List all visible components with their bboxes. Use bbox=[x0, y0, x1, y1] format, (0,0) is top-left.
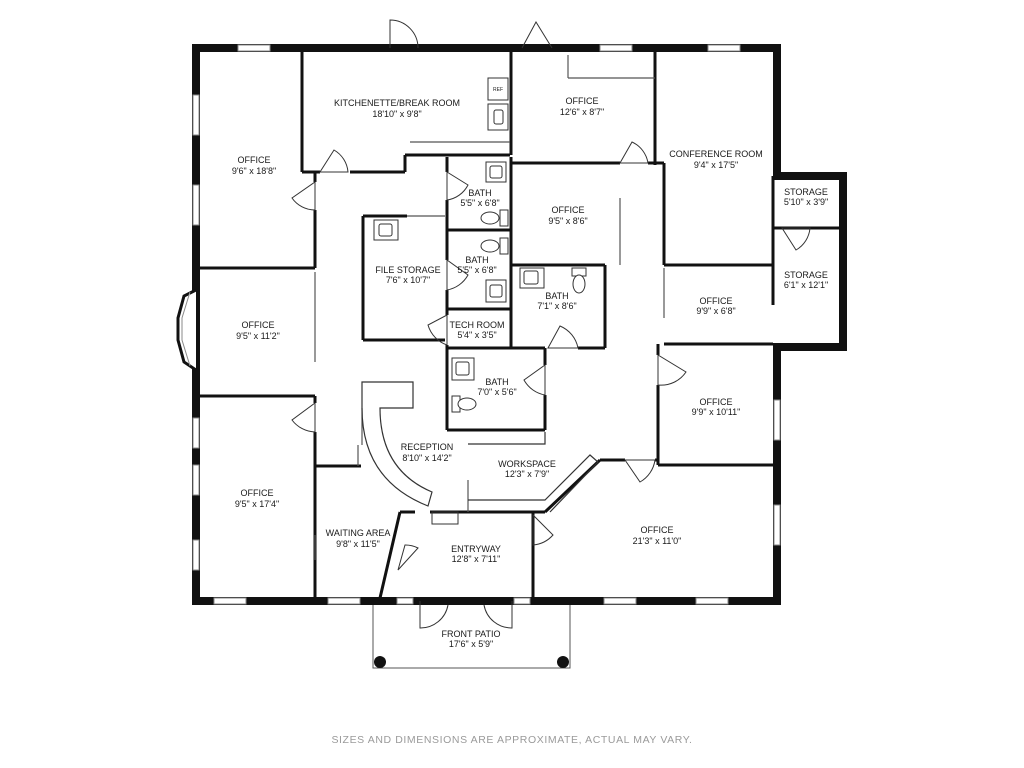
room-name: OFFICE bbox=[566, 96, 599, 106]
interior-walls bbox=[200, 52, 843, 599]
room-dims: 7'0" x 5'6" bbox=[477, 387, 516, 397]
room-dims: 6'1" x 12'1" bbox=[784, 280, 828, 290]
room-name: TECH ROOM bbox=[450, 320, 505, 330]
room-name: STORAGE bbox=[784, 270, 828, 280]
fridge-label: REF bbox=[493, 87, 503, 93]
room-name: WORKSPACE bbox=[498, 459, 556, 469]
room-name: KITCHENETTE/BREAK ROOM bbox=[334, 98, 460, 108]
room-dims: 7'6" x 10'7" bbox=[386, 275, 430, 285]
room-dims: 12'8" x 7'11" bbox=[452, 554, 501, 564]
room-name: BATH bbox=[468, 188, 491, 198]
room-labels: KITCHENETTE/BREAK ROOM 18'10" x 9'8" OFF… bbox=[232, 96, 828, 649]
room-dims: 7'1" x 8'6" bbox=[537, 301, 576, 311]
room-dims: 9'9" x 10'11" bbox=[692, 407, 741, 417]
room-dims: 5'5" x 6'8" bbox=[460, 198, 499, 208]
room-name: WAITING AREA bbox=[326, 528, 391, 538]
room-dims: 9'9" x 6'8" bbox=[696, 306, 735, 316]
room-name: OFFICE bbox=[700, 397, 733, 407]
room-name: CONFERENCE ROOM bbox=[669, 149, 763, 159]
room-name: RECEPTION bbox=[401, 442, 454, 452]
room-dims: 9'5" x 11'2" bbox=[236, 331, 280, 341]
room-dims: 9'4" x 17'5" bbox=[694, 160, 738, 170]
room-dims: 5'5" x 6'8" bbox=[457, 265, 496, 275]
room-dims: 9'5" x 17'4" bbox=[235, 499, 279, 509]
room-name: FRONT PATIO bbox=[441, 629, 500, 639]
bay-window bbox=[176, 288, 197, 372]
room-dims: 12'3" x 7'9" bbox=[505, 469, 549, 479]
room-dims: 5'4" x 3'5" bbox=[457, 330, 496, 340]
front-patio bbox=[372, 605, 571, 669]
room-name: FILE STORAGE bbox=[375, 265, 440, 275]
room-dims: 5'10" x 3'9" bbox=[784, 197, 828, 207]
room-name: STORAGE bbox=[784, 187, 828, 197]
room-name: OFFICE bbox=[238, 155, 271, 165]
doors bbox=[291, 19, 811, 629]
room-dims: 18'10" x 9'8" bbox=[372, 109, 421, 119]
exterior-walls bbox=[192, 44, 847, 605]
room-name: OFFICE bbox=[552, 205, 585, 215]
room-dims: 21'3" x 11'0" bbox=[633, 536, 682, 546]
fridge bbox=[487, 77, 509, 101]
partitions bbox=[314, 55, 665, 560]
room-dims: 9'5" x 8'6" bbox=[548, 216, 587, 226]
room-dims: 17'6" x 5'9" bbox=[449, 639, 493, 649]
room-dims: 9'6" x 18'8" bbox=[232, 166, 276, 176]
room-name: OFFICE bbox=[242, 320, 275, 330]
workspace-counter bbox=[468, 432, 599, 513]
room-dims: 12'6" x 8'7" bbox=[560, 107, 604, 117]
room-name: OFFICE bbox=[641, 525, 674, 535]
room-name: OFFICE bbox=[700, 296, 733, 306]
room-dims: 8'10" x 14'2" bbox=[402, 453, 451, 463]
reception-desk bbox=[361, 381, 433, 507]
room-name: BATH bbox=[545, 291, 568, 301]
room-name: ENTRYWAY bbox=[451, 544, 501, 554]
room-name: OFFICE bbox=[241, 488, 274, 498]
windows bbox=[192, 44, 781, 605]
room-name: BATH bbox=[465, 255, 488, 265]
room-dims: 9'8" x 11'5" bbox=[336, 539, 380, 549]
disclaimer: SIZES AND DIMENSIONS ARE APPROXIMATE, AC… bbox=[331, 734, 693, 746]
fixtures bbox=[373, 77, 587, 413]
room-name: BATH bbox=[485, 377, 508, 387]
